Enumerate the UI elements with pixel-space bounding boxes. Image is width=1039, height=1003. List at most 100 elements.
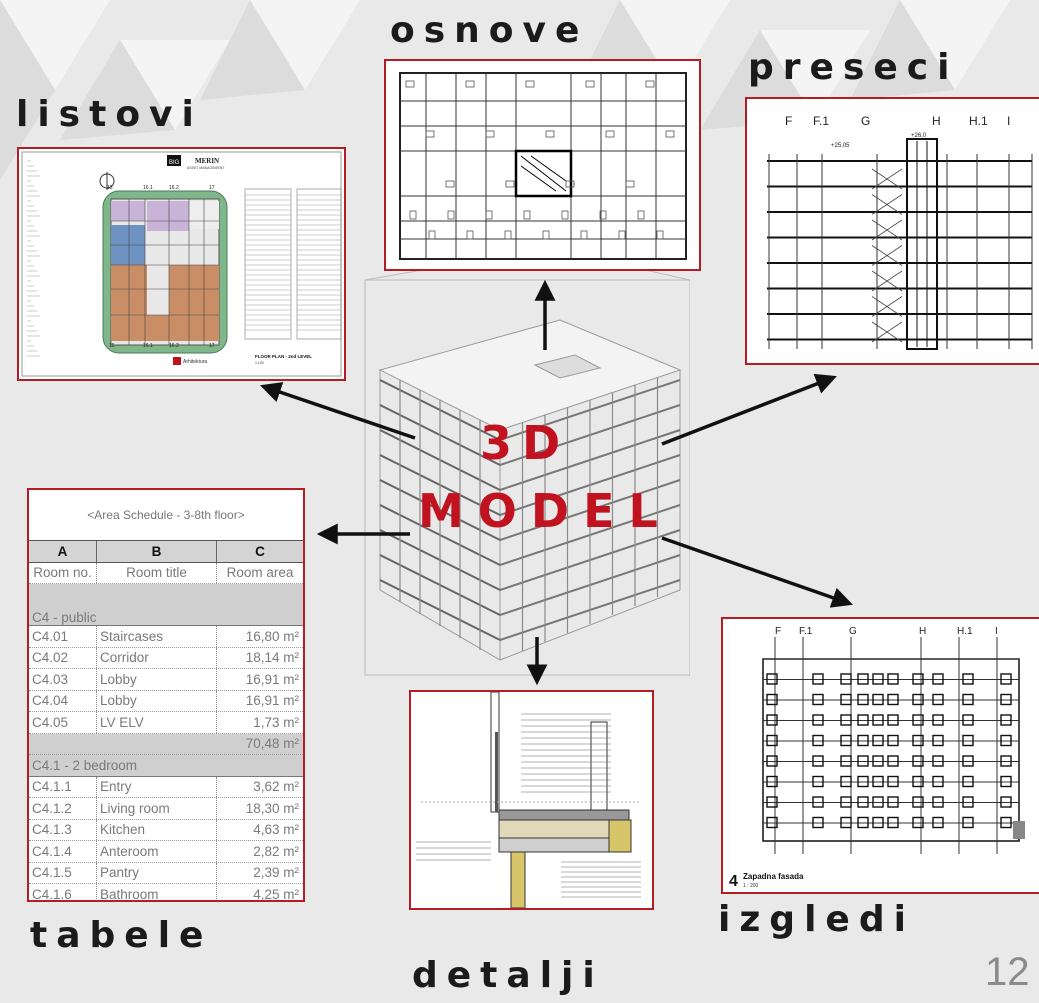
room-area: 2,39 m² [253,865,299,881]
elev-grid-h1: H.1 [957,626,973,637]
center-title-line2: MODEL [418,484,672,538]
sheet-logo: BIG [169,160,180,166]
sub-room-title: Room title [97,562,217,583]
section-grid-f: F [785,114,792,128]
room-title: LV ELV [97,712,217,733]
elev-number: 4 [729,873,738,890]
room-title: Living room [97,798,217,819]
sheet-title: FLOOR PLAN - 2nd LEVEL [255,354,312,359]
grid-top-3: 16.2 [169,185,179,191]
sheet-client: MERIN [195,157,219,165]
label-listovi: listovi [16,94,203,135]
room-no: C4.1.6 [29,884,97,900]
label-tabele: tabele [30,915,213,956]
elev-grid-h: H [919,626,926,637]
elevation-panel: F F.1 G H H.1 I 4 Zapadna fasada 1 : 200 [721,617,1039,894]
label-detalji: detalji [412,955,604,996]
label-izgledi: izgledi [718,899,915,940]
section-drawing: F F.1 G H H.1 I +25,05 +26,0 [767,114,1033,350]
elev-grid-f: F [775,626,781,637]
sheet-scale: 1:100 [255,361,264,365]
sheet-panel: BIG MERIN ASSET MANAGEMENT 15 16.1 16.2 … [17,147,346,381]
room-area: 16,80 m² [245,628,299,644]
room-title: Kitchen [97,819,217,840]
sheet-firm: Arhitektura [183,359,207,365]
room-area: 1,73 m² [253,714,299,730]
room-title: Entry [97,776,217,797]
room-area: 4,63 m² [253,822,299,838]
grid-top-1: 15 [107,185,113,191]
elev-scale: 1 : 200 [743,883,759,889]
section-level-left: +25,05 [831,143,850,149]
room-no: C4.1.4 [29,841,97,862]
room-title: Bathroom [97,884,217,900]
section-grid-f1: F.1 [813,114,829,128]
room-no: C4.1.5 [29,862,97,883]
room-title: Corridor [97,647,217,668]
room-no: C4.01 [29,626,97,647]
room-area: 2,82 m² [253,843,299,859]
room-title: Lobby [97,690,217,711]
col-a: A [29,541,97,562]
schedule-group-header: C4.1 - 2 bedroom [29,755,303,777]
room-no: C4.1.3 [29,819,97,840]
room-no: C4.03 [29,669,97,690]
sub-room-no: Room no. [29,562,97,583]
schedule-group-name: C4 - public [32,610,97,625]
schedule-column-header: A B C [29,541,303,563]
grid-top-4: 17 [209,185,215,191]
col-c: C [255,543,265,559]
elevation-drawing: F F.1 G H H.1 I 4 Zapadna fasada 1 : 200 [729,626,1025,890]
room-no: C4.05 [29,712,97,733]
grid-bottom-1: 15 [109,343,115,349]
group-total-area: 70,48 m² [245,736,299,752]
section-level-right: +26,0 [911,133,927,139]
3d-model-drawing [364,260,690,676]
room-title: Lobby [97,669,217,690]
room-area: 18,14 m² [245,650,299,666]
col-b: B [97,541,217,562]
sheet-drawing: BIG MERIN ASSET MANAGEMENT 15 16.1 16.2 … [21,151,342,377]
detail-drawing [416,692,641,908]
room-title: Pantry [97,862,217,883]
label-osnove: osnove [390,10,589,51]
room-area: 4,25 m² [253,886,299,902]
room-area: 16,91 m² [245,671,299,687]
section-grid-g: G [861,114,870,128]
page-number: 12 [985,950,1030,994]
grid-bottom-4: 17 [209,343,215,349]
sub-room-area: Room area [226,565,294,581]
floor-plan-panel [384,59,701,271]
section-grid-i: I [1007,114,1010,128]
room-title: Anteroom [97,841,217,862]
room-no: C4.1.1 [29,776,97,797]
grid-bottom-3: 16.2 [169,343,179,349]
room-no: C4.1.2 [29,798,97,819]
section-grid-h: H [932,114,941,128]
sheet-client-sub: ASSET MANAGEMENT [187,166,225,170]
schedule-group-name: C4.1 - 2 bedroom [32,757,138,773]
detail-panel [409,690,654,910]
label-preseci: preseci [748,47,959,88]
grid-bottom-2: 16.1 [143,343,153,349]
grid-top-2: 16.1 [143,185,153,191]
elev-grid-g: G [849,626,857,637]
schedule-title: <Area Schedule - 3-8th floor> [29,490,303,541]
section-grid-h1: H.1 [969,114,988,128]
elev-title: Zapadna fasada [743,872,804,881]
schedule-subheader: Room no. Room title Room area [29,562,303,584]
elev-grid-f1: F.1 [799,626,813,637]
elev-grid-i: I [995,626,998,637]
area-schedule-table: <Area Schedule - 3-8th floor> A B C Room… [27,488,305,902]
